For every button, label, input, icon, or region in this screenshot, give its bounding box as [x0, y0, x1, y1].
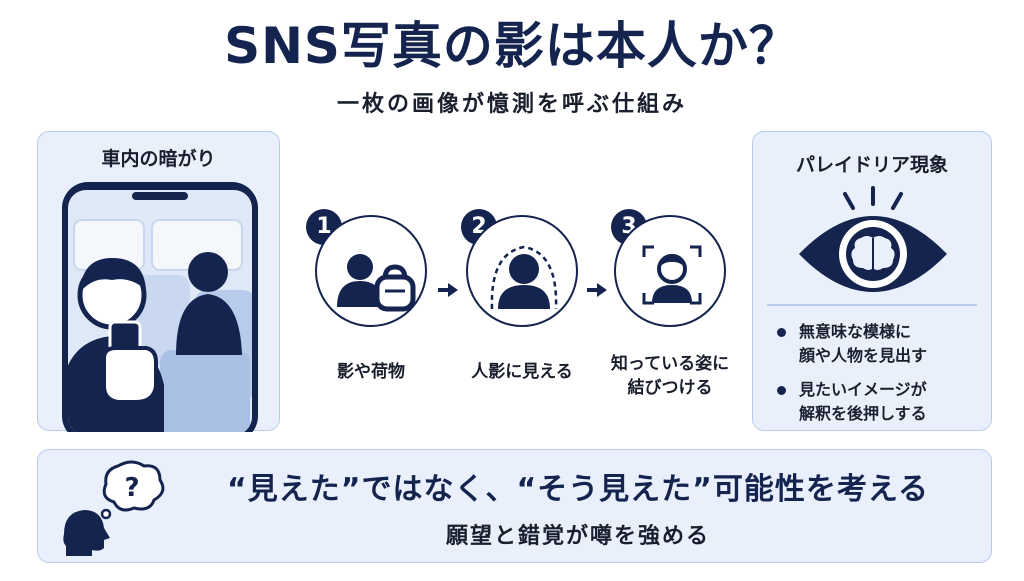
- conclusion-panel: ? “見えた”ではなく、“そう見えた”可能性を考える 願望と錯覚が噂を強める: [37, 449, 992, 563]
- person-silhouette-icon: [490, 245, 558, 310]
- shadow-and-bag-icon: [337, 254, 416, 312]
- pareidolia-panel: パレイドリア現象 無意味な模様に 顔や人物を見出す 見たいイメージが 解釈を後押…: [752, 131, 992, 431]
- arrow-right-icon: [587, 283, 607, 297]
- smartphone-car-photo-illustration: [62, 182, 258, 432]
- conclusion-sub-message: 願望と錯覚が噂を強める: [445, 524, 710, 549]
- step-2-label: 人影に見える: [471, 362, 573, 382]
- page-subtitle: 一枚の画像が憶測を呼ぶ仕組み: [336, 92, 687, 117]
- thinking-head-icon: ?: [63, 460, 165, 556]
- bullet-dot-icon: [777, 386, 786, 395]
- step-3-label: 知っている姿に 結びつける: [610, 354, 730, 398]
- list-item: 見たいイメージが 解釈を後押しする: [773, 378, 983, 426]
- step-1-circle: [315, 215, 427, 327]
- bullet-dot-icon: [777, 328, 786, 337]
- list-item: 無意味な模様に 顔や人物を見出す: [773, 320, 983, 368]
- step-3-circle: [614, 215, 726, 327]
- pareidolia-bullet-list: 無意味な模様に 顔や人物を見出す 見たいイメージが 解釈を後押しする: [773, 320, 983, 436]
- eye-brain-icon: [799, 186, 947, 292]
- step-1-label: 影や荷物: [337, 362, 405, 382]
- step-2-circle: [466, 215, 578, 327]
- page-title: SNS写真の影は本人か？: [224, 17, 800, 75]
- arrow-right-icon: [438, 283, 458, 297]
- car-interior-title: 車内の暗がり: [101, 148, 216, 170]
- svg-text:?: ?: [124, 473, 139, 503]
- divider: [767, 304, 977, 306]
- pareidolia-title: パレイドリア現象: [795, 154, 948, 176]
- face-recognition-icon: [642, 245, 702, 305]
- conclusion-message: “見えた”ではなく、“そう見えた”可能性を考える: [227, 472, 929, 507]
